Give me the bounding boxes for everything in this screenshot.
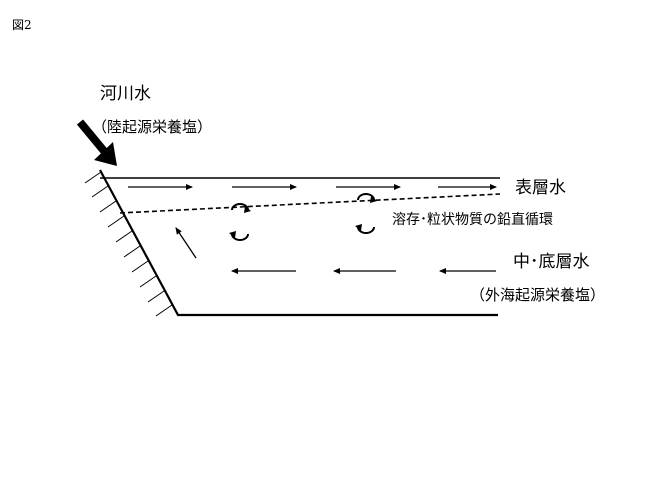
surface-water-label: 表層水 xyxy=(515,178,566,198)
vertical-circulation-label: 溶存･粒状物質の鉛直循環 xyxy=(392,212,553,228)
layer-boundary-dashed-line xyxy=(119,193,501,214)
seabed-line xyxy=(99,169,498,317)
shore-hatching xyxy=(84,171,173,317)
upwelling-arrow xyxy=(175,227,197,259)
river-inflow-arrow xyxy=(76,119,117,166)
river-nutrients-label: （陸起源栄養塩） xyxy=(92,118,213,136)
mid-bottom-water-label: 中･底層水 xyxy=(513,252,590,272)
vertical-circulation-symbol xyxy=(355,193,377,234)
vertical-circulation-symbol xyxy=(229,203,251,241)
figure-label: 図2 xyxy=(12,18,32,32)
river-water-label: 河川水 xyxy=(100,84,151,104)
ocean-nutrients-label: （外海起源栄養塩） xyxy=(470,286,606,304)
